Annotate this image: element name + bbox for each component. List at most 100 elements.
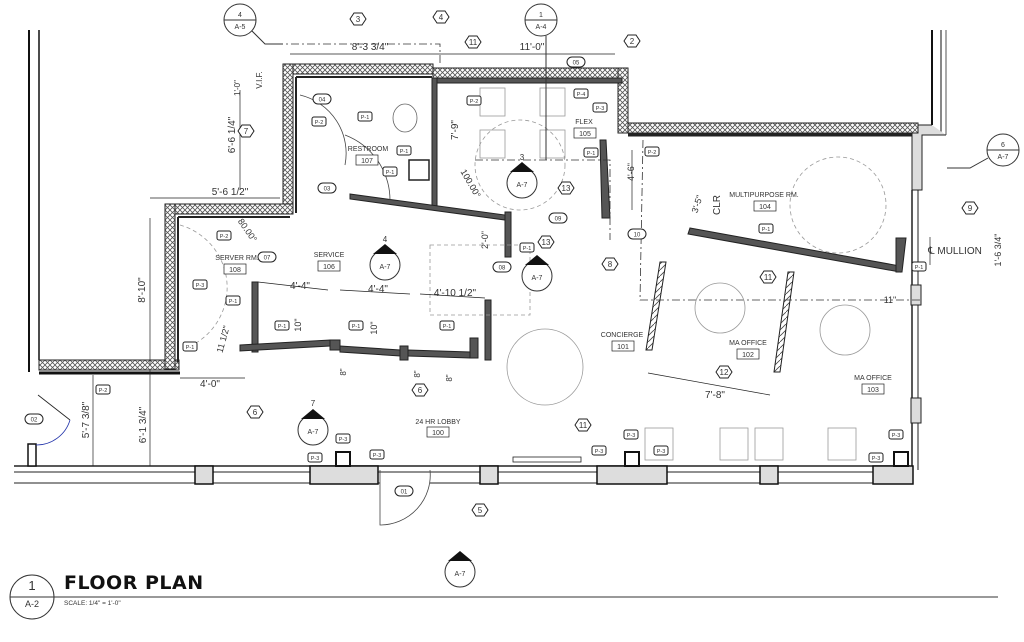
svg-text:4'-0": 4'-0"	[200, 379, 220, 390]
svg-text:P-2: P-2	[470, 99, 479, 105]
door-tag-10: 10	[627, 228, 647, 240]
room-name-service: SERVICE	[314, 252, 345, 259]
svg-text:7'-8": 7'-8"	[705, 390, 725, 401]
partitions	[645, 261, 795, 373]
svg-text:4'-4": 4'-4"	[368, 284, 388, 295]
keynote-9: 9	[961, 201, 979, 215]
room-name-multipurpose: MULTIPURPOSE RM.	[729, 192, 799, 199]
svg-text:P-3: P-3	[311, 456, 320, 462]
keynote-13b: 13	[537, 235, 555, 249]
svg-text:3: 3	[520, 153, 525, 162]
svg-text:P-3: P-3	[339, 437, 348, 443]
svg-text:80.00°: 80.00°	[236, 217, 259, 244]
svg-text:1: 1	[539, 12, 543, 19]
svg-text:8": 8"	[339, 368, 348, 375]
drawing-number: 1	[28, 578, 36, 593]
keynote-5a: 5	[471, 503, 489, 517]
svg-text:7: 7	[311, 399, 316, 408]
svg-text:03: 03	[324, 187, 331, 193]
svg-text:P-1: P-1	[186, 345, 195, 351]
svg-text:10": 10"	[293, 318, 303, 331]
keynote-8: 8	[601, 257, 619, 271]
svg-text:07: 07	[264, 256, 271, 262]
svg-text:P-1: P-1	[361, 115, 370, 121]
room-number-restroom: 107	[361, 158, 373, 165]
svg-text:A-7: A-7	[517, 182, 528, 189]
finish-tags: P-2 P-1 P-1 P-1 P-2 P-4 P-3 P-1 P-2 P-1 …	[95, 88, 927, 463]
elevation-markers: 3 A-7 4 A-7 7 A-7 A-7 A-7	[297, 153, 553, 588]
svg-text:P-1: P-1	[523, 246, 532, 252]
svg-text:1'-6 3/4": 1'-6 3/4"	[993, 234, 1003, 267]
svg-text:A-7: A-7	[532, 275, 543, 282]
svg-text:5'-6 1/2": 5'-6 1/2"	[212, 187, 249, 198]
room-name-lobby: 24 HR LOBBY	[415, 419, 460, 426]
svg-text:02: 02	[31, 418, 38, 424]
svg-text:10: 10	[634, 233, 641, 239]
svg-text:P-1: P-1	[229, 299, 238, 305]
svg-text:A-7: A-7	[308, 429, 319, 436]
keynote-12: 12	[715, 365, 733, 379]
room-number-lobby: 100	[432, 430, 444, 437]
svg-text:2'-0": 2'-0"	[480, 231, 490, 249]
room-number-ma-office-103: 103	[867, 387, 879, 394]
svg-text:P-2: P-2	[220, 234, 229, 240]
svg-text:P-1: P-1	[386, 170, 395, 176]
door-tag-05: 05	[566, 56, 586, 68]
room-labels: 24 HR LOBBY 100 CONCIERGE 101 MA OFFICE …	[215, 119, 892, 438]
svg-text:11'-0": 11'-0"	[520, 42, 545, 53]
drawing-sheet: A-2	[24, 599, 39, 609]
svg-text:A-4: A-4	[536, 24, 547, 31]
section-marker-6-a7: 6 A-7	[947, 133, 1020, 169]
room-name-ma-office-103: MA OFFICE	[854, 375, 892, 382]
svg-text:℄ MULLION: ℄ MULLION	[927, 246, 982, 257]
furniture	[392, 87, 871, 463]
svg-text:8'-3 3/4": 8'-3 3/4"	[352, 42, 389, 53]
svg-text:P-3: P-3	[892, 433, 901, 439]
svg-text:11: 11	[469, 38, 478, 47]
section-marker-1-a4: 1 A-4	[524, 3, 558, 160]
svg-text:11: 11	[579, 421, 588, 430]
door-tag-01: 01	[394, 485, 414, 497]
interior-walls	[239, 77, 907, 361]
title-block	[9, 574, 998, 620]
keynote-3: 3	[349, 12, 367, 26]
svg-text:4: 4	[439, 13, 444, 22]
svg-text:13: 13	[562, 184, 571, 193]
keynote-2: 2	[623, 34, 641, 48]
svg-text:01: 01	[401, 490, 408, 496]
drawing-title: FLOOR PLAN	[64, 572, 204, 594]
door-tags: 01 02 03 04 05 07 08 09 10	[24, 56, 647, 497]
section-marker-4-a5: 4 A-5	[223, 3, 283, 45]
svg-text:P-3: P-3	[596, 106, 605, 112]
keynote-6b: 6	[411, 383, 429, 397]
svg-text:P-3: P-3	[373, 453, 382, 459]
keynote-7: 7	[237, 124, 255, 138]
svg-text:P-4: P-4	[577, 92, 586, 98]
svg-text:6'-6 1/4": 6'-6 1/4"	[227, 116, 238, 153]
svg-text:P-1: P-1	[915, 265, 924, 271]
svg-text:4'-4": 4'-4"	[290, 281, 310, 292]
storefront	[14, 443, 914, 485]
svg-text:CLR: CLR	[712, 195, 723, 215]
room-name-ma-office-102: MA OFFICE	[729, 340, 767, 347]
svg-text:5'-7 3/8": 5'-7 3/8"	[81, 401, 92, 438]
svg-text:4'-6": 4'-6"	[626, 163, 636, 181]
svg-text:5: 5	[478, 506, 483, 515]
svg-text:P-1: P-1	[278, 324, 287, 330]
svg-text:V.I.F.: V.I.F.	[255, 71, 264, 89]
svg-text:8: 8	[608, 260, 613, 269]
svg-text:12: 12	[720, 368, 729, 377]
svg-text:3: 3	[356, 15, 361, 24]
room-name-server: SERVER RM.	[215, 255, 258, 262]
svg-text:11 1/2": 11 1/2"	[215, 325, 232, 354]
svg-text:P-3: P-3	[196, 283, 205, 289]
svg-text:A-5: A-5	[235, 24, 246, 31]
svg-text:P-2: P-2	[99, 388, 108, 394]
room-name-restroom: RESTROOM	[348, 146, 389, 153]
svg-text:4: 4	[238, 12, 242, 19]
svg-text:8": 8"	[413, 370, 422, 377]
svg-text:08: 08	[499, 266, 506, 272]
elevation-marker-3: 3 A-7	[506, 153, 538, 199]
door-tag-02: 02	[24, 413, 44, 425]
rated-walls	[164, 63, 919, 370]
